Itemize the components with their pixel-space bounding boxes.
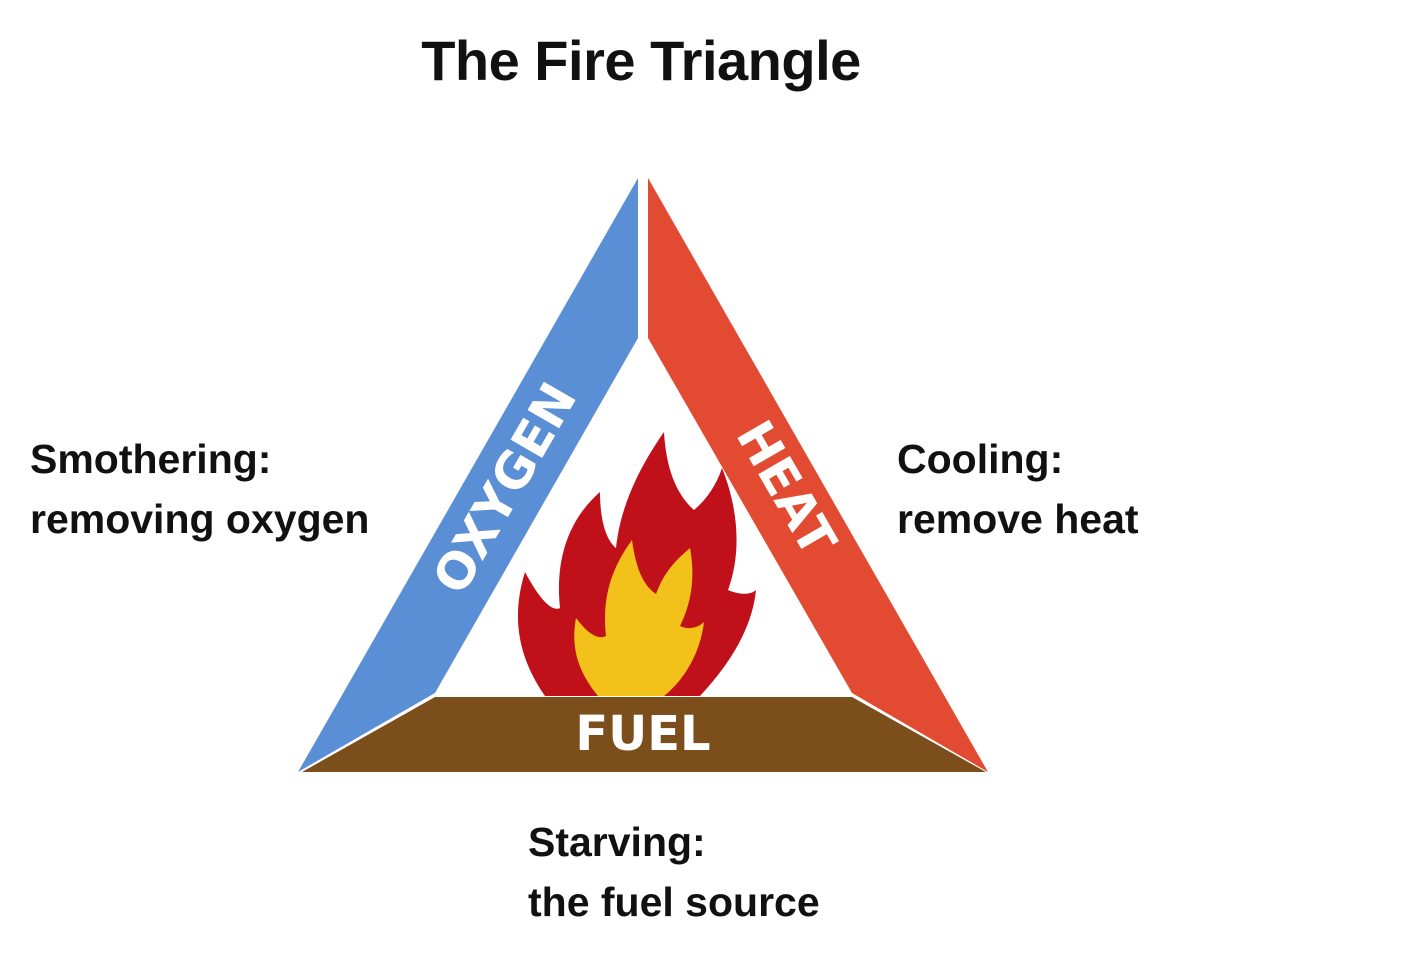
heat-caption-text: remove heat (897, 496, 1139, 542)
flame-icon (517, 432, 756, 696)
heat-caption: Cooling: remove heat (897, 429, 1139, 549)
fuel-caption-heading: Starving: (528, 819, 706, 865)
heat-side (648, 178, 988, 772)
fuel-side (302, 697, 986, 772)
oxygen-caption: Smothering: removing oxygen (30, 429, 369, 549)
heat-caption-heading: Cooling: (897, 436, 1064, 482)
oxygen-caption-heading: Smothering: (30, 436, 272, 482)
fuel-caption-text: the fuel source (528, 879, 820, 925)
oxygen-caption-text: removing oxygen (30, 496, 370, 542)
diagram-title: The Fire Triangle (421, 29, 861, 92)
fuel-label: FUEL (575, 706, 710, 762)
oxygen-side (298, 178, 638, 772)
flame-inner-icon (574, 540, 704, 696)
fuel-caption: Starving: the fuel source (528, 812, 820, 932)
